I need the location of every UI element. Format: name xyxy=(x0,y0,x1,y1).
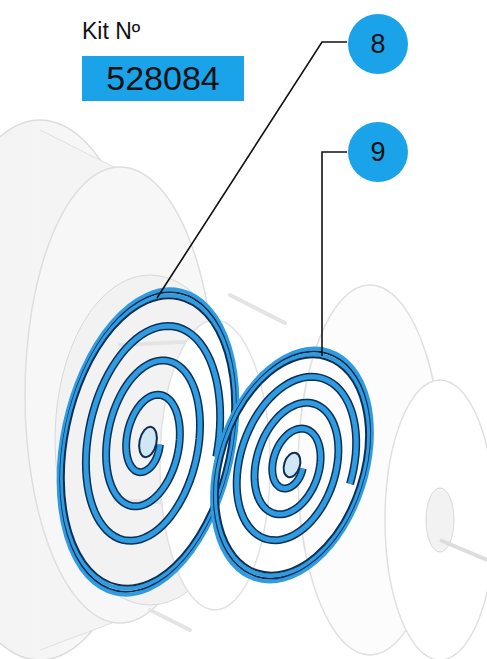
kit-number: 528084 xyxy=(82,56,244,101)
reel-discs xyxy=(160,285,487,659)
callout-circle-fill xyxy=(348,14,408,74)
spiral-spring xyxy=(184,328,400,602)
callout-number: 9 xyxy=(370,137,385,168)
callout-circle: 8 xyxy=(348,14,408,74)
callout-circle: 9 xyxy=(348,122,408,182)
callout-circle-fill xyxy=(348,122,408,182)
kit-heading: Kit Nº xyxy=(82,16,244,46)
callout-number: 8 xyxy=(370,29,385,60)
kit-number-box: Kit Nº 528084 xyxy=(82,16,244,101)
